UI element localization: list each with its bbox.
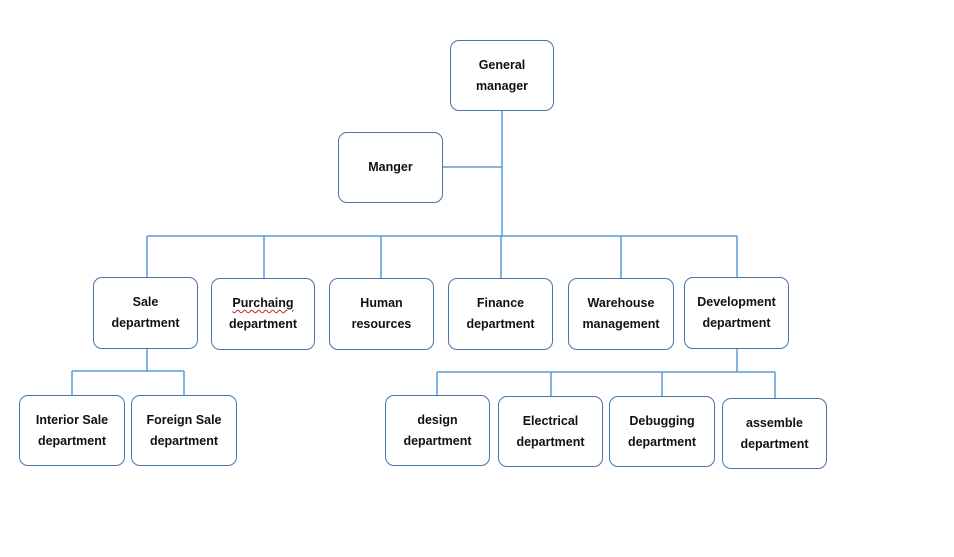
- node-label-line: Finance: [476, 296, 525, 310]
- node-label-line: Electrical: [522, 413, 579, 428]
- node-manager: Manger: [338, 132, 443, 203]
- node-label-line: Foreign Sale: [146, 412, 222, 427]
- node-label-line: design: [417, 412, 458, 427]
- node-label-line: Sale: [132, 295, 159, 309]
- node-interior-sale-department: Interior Sale department: [19, 395, 125, 466]
- node-warehouse-management: Warehouse management: [568, 278, 674, 350]
- node-label-line: General: [478, 57, 526, 72]
- node-label-line: Purchaing: [232, 296, 294, 310]
- node-label-line: department: [466, 317, 535, 331]
- node-development-department: Development department: [684, 277, 789, 349]
- node-label-line: Human: [360, 296, 403, 310]
- node-label-line: manager: [475, 78, 529, 93]
- node-label-line: department: [37, 433, 107, 448]
- node-electrical-department: Electrical department: [498, 396, 603, 467]
- node-purchasing-department: Purchaing department: [211, 278, 315, 350]
- node-human-resources: Human resources: [329, 278, 434, 350]
- node-label-line: department: [702, 316, 771, 330]
- node-label-line: Manger: [368, 160, 413, 174]
- node-label-line: department: [516, 434, 585, 449]
- node-label-line: resources: [351, 317, 412, 331]
- node-label-line: department: [740, 436, 809, 451]
- node-sale-department: Sale department: [93, 277, 198, 349]
- node-label-line: Interior Sale: [35, 412, 109, 427]
- node-label-line: assemble: [746, 415, 803, 430]
- node-design-department: design department: [385, 395, 490, 466]
- node-label-line: management: [582, 317, 660, 331]
- node-label-line: Warehouse: [587, 296, 655, 310]
- node-label-line: Debugging: [629, 413, 695, 428]
- node-general-manager: General manager: [450, 40, 554, 111]
- node-assemble-department: assemble department: [722, 398, 827, 469]
- node-label-line: department: [403, 433, 472, 448]
- node-foreign-sale-department: Foreign Sale department: [131, 395, 237, 466]
- node-label-line: department: [627, 434, 697, 449]
- node-label-line: Development: [697, 295, 776, 309]
- node-label-line: department: [228, 317, 298, 331]
- node-finance-department: Finance department: [448, 278, 553, 350]
- node-label-line: department: [111, 316, 180, 330]
- node-debugging-department: Debugging department: [609, 396, 715, 467]
- node-label-line: department: [149, 433, 219, 448]
